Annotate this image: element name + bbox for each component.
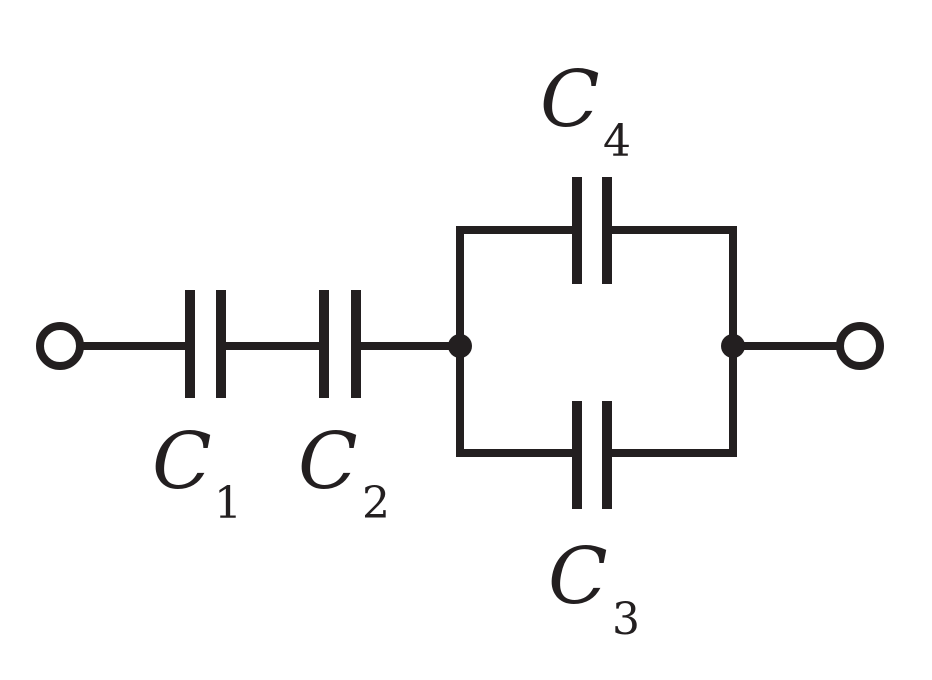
label-c1: C — [152, 417, 212, 507]
branch-top-right — [607, 226, 737, 346]
branch-bottom-right — [607, 346, 737, 457]
label-c3-sub: 3 — [612, 594, 640, 645]
label-c1-sub: 1 — [214, 478, 242, 529]
label-c4-sub: 4 — [603, 116, 631, 167]
label-c4: C — [540, 55, 600, 145]
capacitor-c3 — [572, 401, 612, 509]
junction-left — [448, 334, 472, 358]
label-c3: C — [548, 532, 608, 622]
capacitor-c1 — [185, 290, 226, 398]
left-terminal — [36, 322, 84, 370]
branch-top-left — [456, 226, 577, 346]
label-c2-sub: 2 — [362, 478, 390, 529]
capacitor-c4 — [572, 177, 612, 284]
right-terminal — [836, 322, 884, 370]
capacitor-c2 — [319, 290, 361, 398]
label-c2: C — [298, 417, 358, 507]
branch-bottom-left — [456, 346, 577, 457]
junction-right — [721, 334, 745, 358]
